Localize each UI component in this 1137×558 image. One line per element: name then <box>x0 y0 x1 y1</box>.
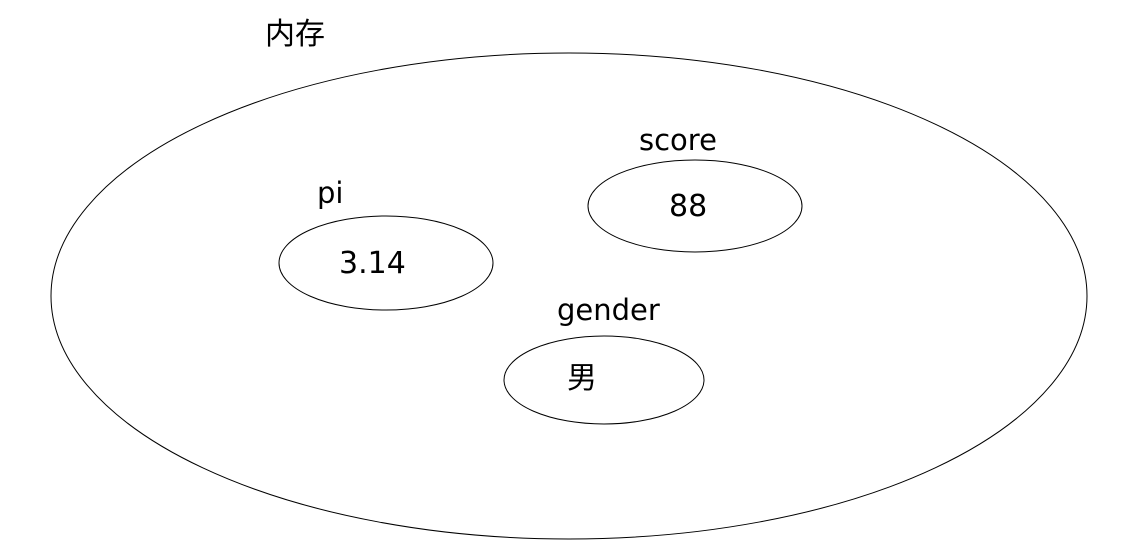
variable-label-score: score <box>639 123 717 157</box>
variable-label-gender: gender <box>557 293 660 327</box>
variable-ellipse-score <box>588 160 802 252</box>
variable-label-pi: pi <box>317 176 344 210</box>
variable-value-gender: 男 <box>567 361 597 396</box>
variable-value-pi: 3.14 <box>339 246 406 281</box>
memory-container-label: 内存 <box>265 17 325 52</box>
variable-value-score: 88 <box>669 189 708 224</box>
variable-ellipse-gender <box>504 336 704 424</box>
memory-container-ellipse <box>51 53 1087 539</box>
variable-ellipse-pi <box>279 216 493 310</box>
